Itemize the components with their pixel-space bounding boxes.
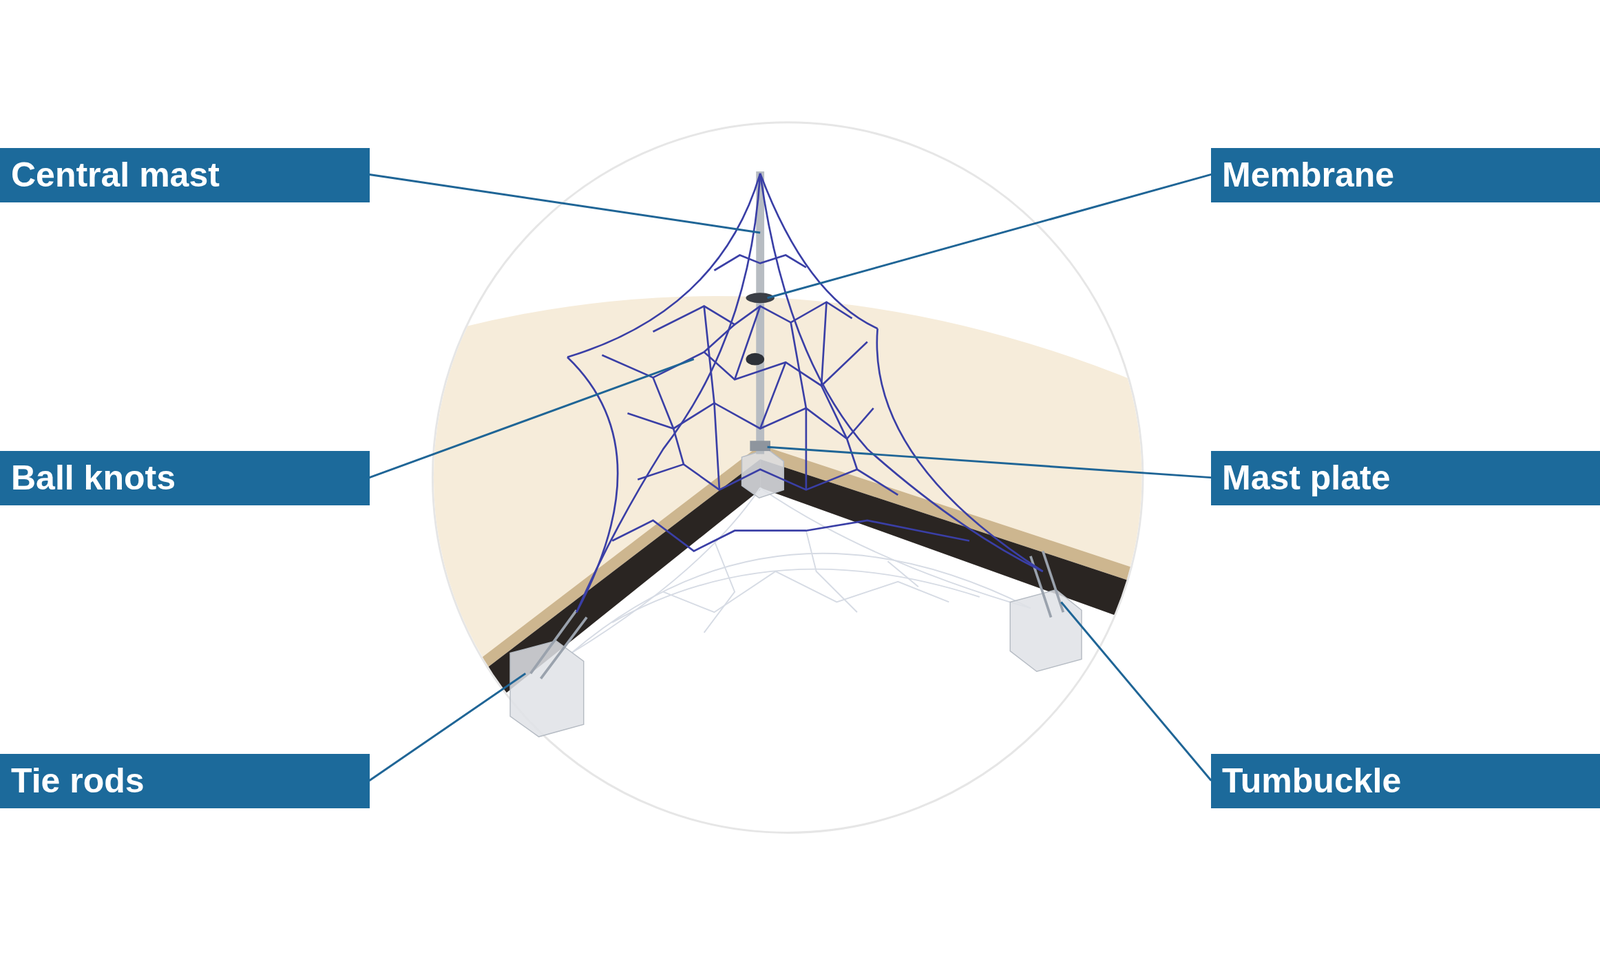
leader-lines	[369, 174, 1212, 781]
concrete-block	[741, 448, 784, 498]
rope-line	[612, 520, 970, 551]
rope-line	[704, 302, 827, 429]
part-label: Membrane	[1222, 156, 1395, 195]
label-bar: Tie rods	[0, 753, 370, 809]
part-label: Central mast	[11, 156, 220, 195]
tie-rods	[530, 550, 1064, 679]
rope-ridge	[567, 173, 761, 358]
label-bar: Central mast	[0, 148, 370, 203]
leader-line	[767, 174, 1212, 298]
leader-line	[767, 446, 1212, 478]
part-label: Tie rods	[11, 762, 145, 800]
rope-line	[653, 306, 858, 491]
leader-line	[369, 359, 694, 478]
illustration-group	[369, 122, 1212, 834]
concrete-block	[510, 640, 584, 737]
net-line	[612, 569, 980, 623]
mast-ring	[745, 353, 765, 366]
underground-net	[571, 487, 1031, 653]
part-label: Tumbuckle	[1222, 762, 1402, 800]
tie-rod	[541, 617, 588, 679]
rope-ridge	[877, 328, 1044, 572]
leader-line	[369, 174, 761, 233]
leader-line	[1060, 601, 1212, 781]
label-bar: Tumbuckle	[1211, 753, 1600, 809]
rope-line	[637, 464, 898, 495]
part-label: Ball knots	[11, 459, 176, 498]
leader-line	[369, 673, 526, 781]
net-line	[662, 571, 949, 613]
rope-ridge	[760, 173, 878, 329]
part-label: Mast plate	[1222, 459, 1391, 498]
net-line	[571, 487, 761, 653]
net-line	[571, 553, 1031, 654]
label-bar: Mast plate	[1211, 450, 1600, 506]
label-bar: Ball knots	[0, 450, 370, 506]
soil-layer	[760, 459, 1163, 633]
tie-rod	[1043, 550, 1064, 613]
anchor-blocks	[510, 448, 1082, 737]
mast-plate	[749, 440, 771, 451]
label-bar: Membrane	[1211, 148, 1600, 203]
rope-net	[567, 173, 1044, 613]
net-line	[704, 530, 919, 633]
rope-line	[713, 255, 806, 271]
